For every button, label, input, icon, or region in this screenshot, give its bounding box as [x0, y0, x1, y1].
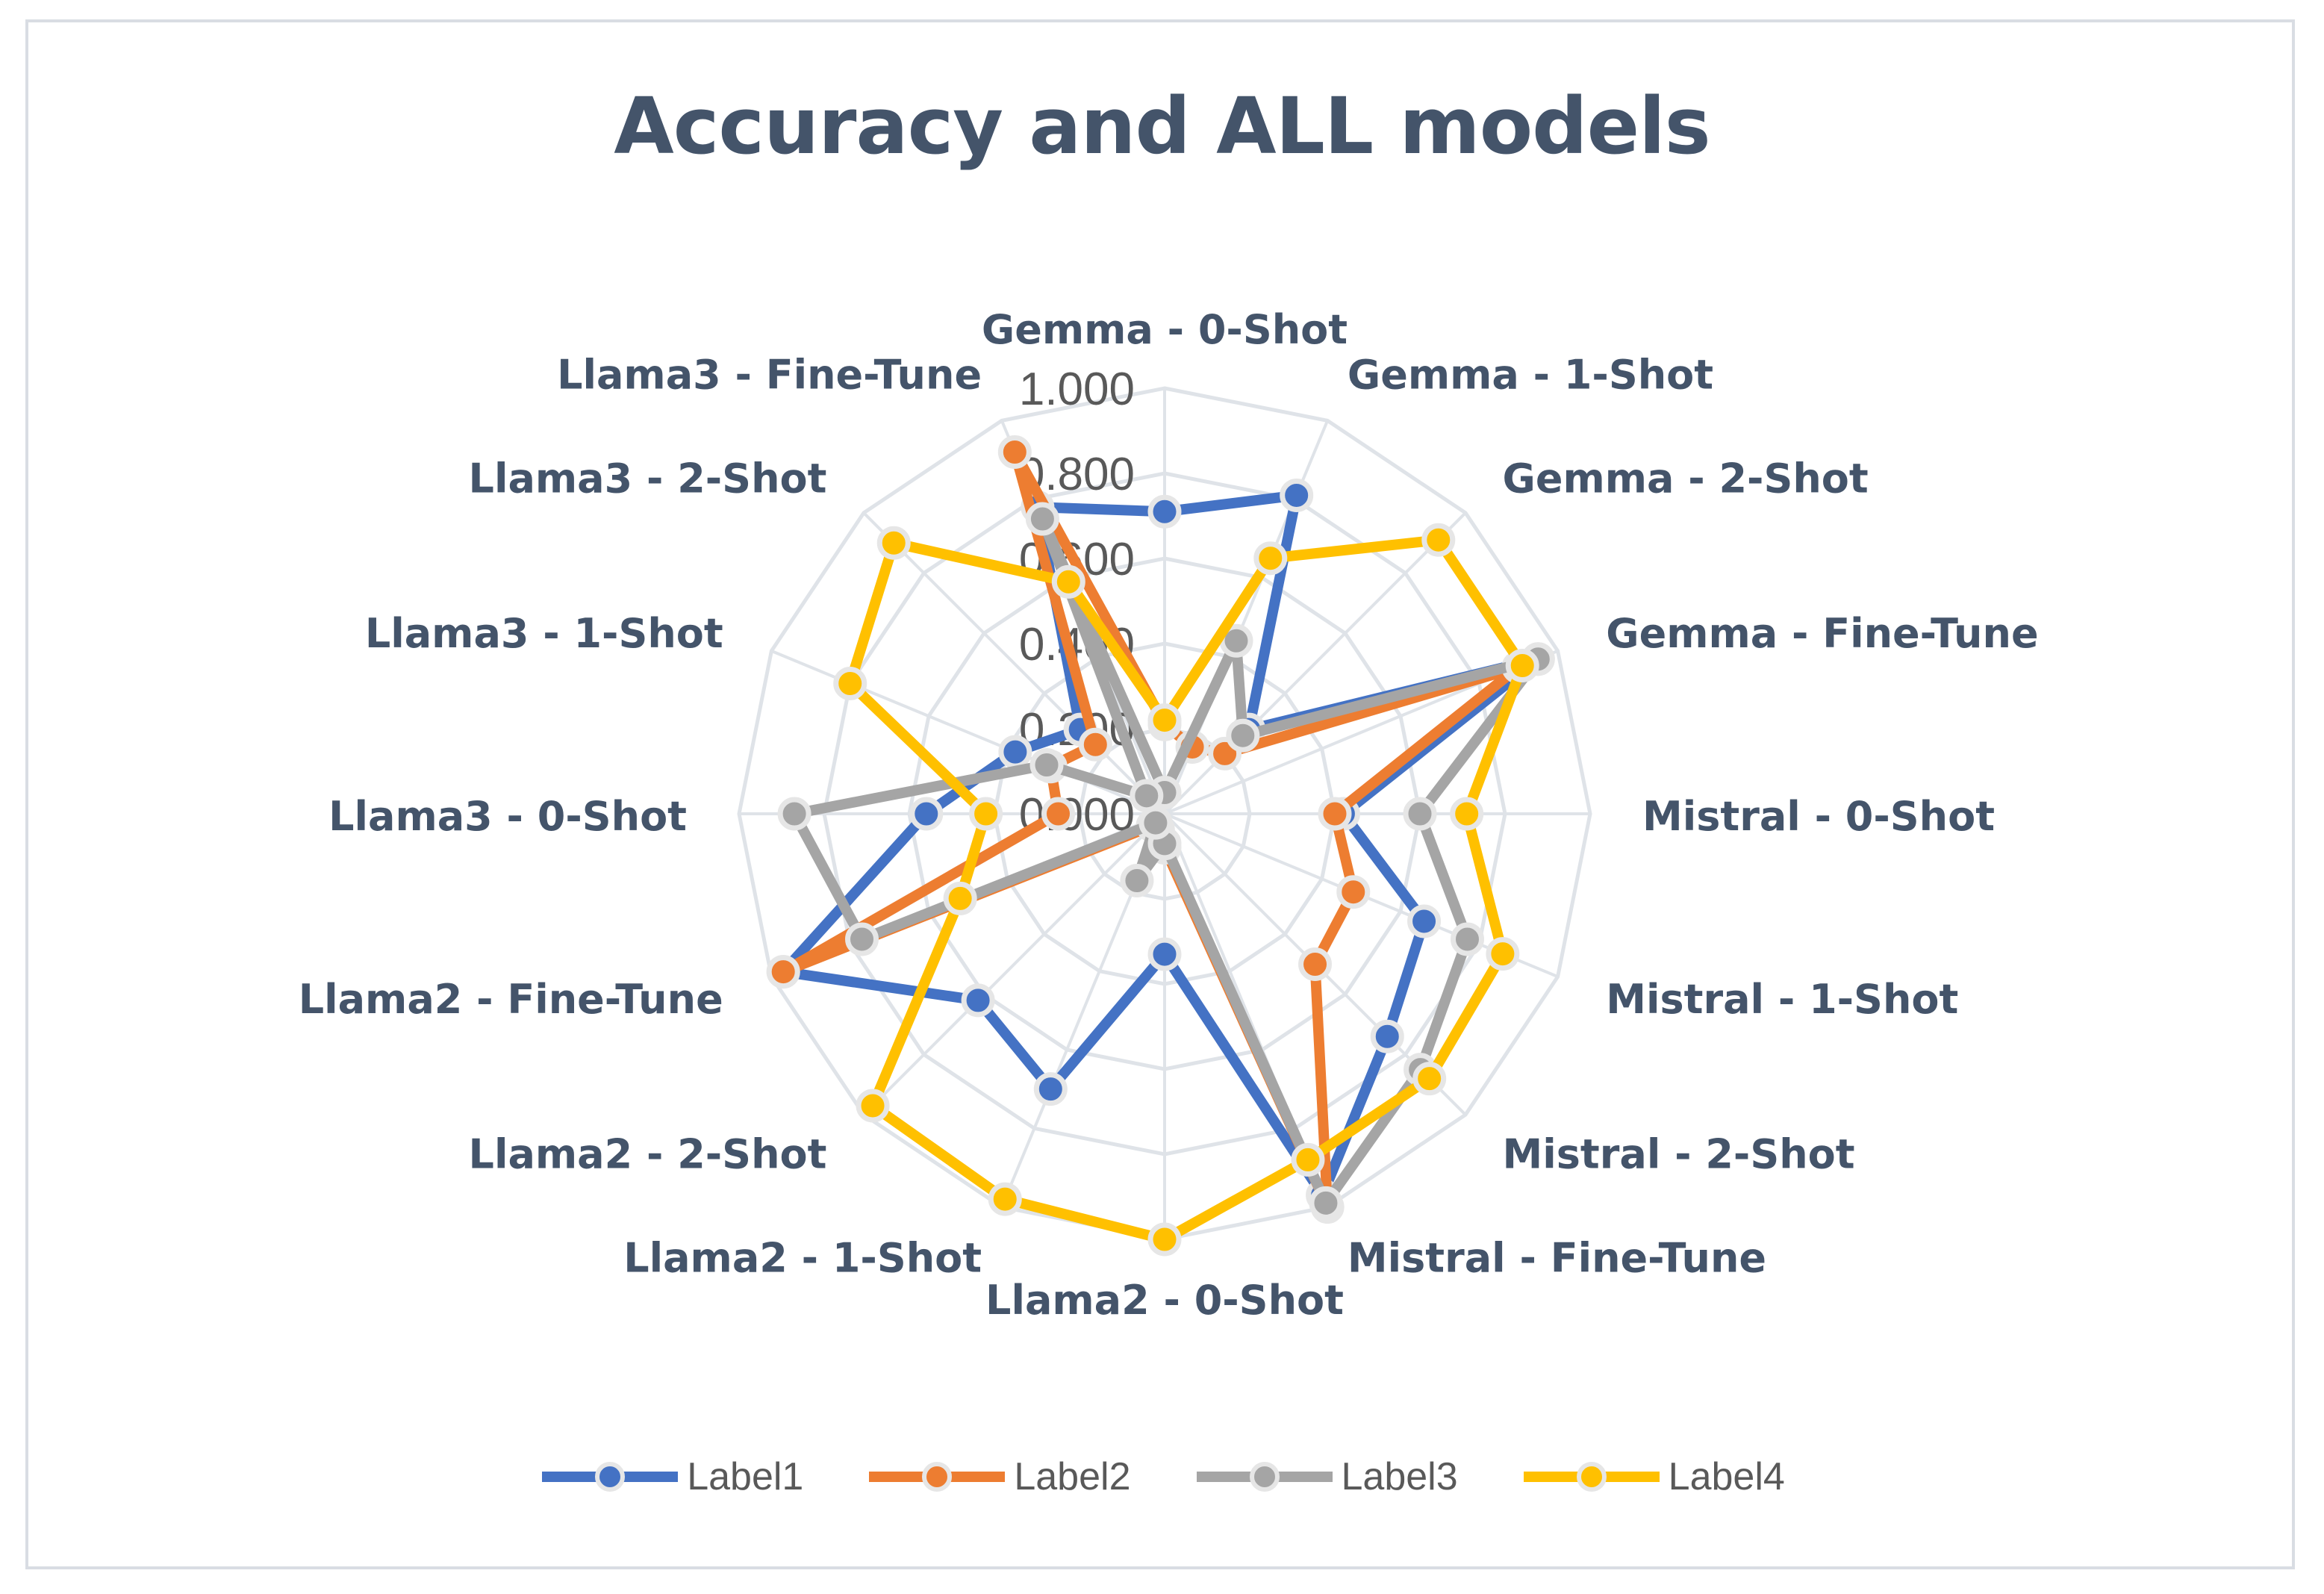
data-point: [845, 922, 879, 956]
data-point: [777, 797, 811, 831]
legend-marker: [1196, 1462, 1333, 1492]
category-label: Llama2 - Fine-Tune: [299, 976, 723, 1023]
legend-label: Label1: [687, 1455, 804, 1498]
spoke-14: [862, 511, 1166, 815]
legend-item: Label4: [1521, 1454, 1785, 1499]
category-label: Llama2 - 2-Shot: [469, 1131, 827, 1178]
category-label: Gemma - 2-Shot: [1503, 455, 1869, 502]
data-point: [1370, 1019, 1404, 1053]
data-point: [1318, 797, 1352, 831]
data-point: [1403, 797, 1437, 831]
data-point: [1147, 494, 1182, 529]
category-label: Llama3 - 1-Shot: [365, 610, 723, 657]
data-point: [1120, 864, 1154, 898]
data-point: [1033, 1072, 1068, 1106]
data-point: [1450, 797, 1484, 831]
data-point: [1505, 649, 1539, 683]
data-point: [833, 666, 867, 700]
legend: Label1 Label2 Label3 Label4: [0, 1454, 2324, 1499]
data-point: [1309, 1186, 1343, 1220]
legend-label: Label2: [1014, 1455, 1131, 1498]
data-point: [1051, 564, 1085, 599]
legend-label: Label4: [1668, 1455, 1785, 1498]
data-point: [1450, 922, 1484, 956]
data-point: [909, 797, 944, 831]
legend-marker: [542, 1462, 679, 1492]
data-point: [961, 983, 995, 1018]
data-point: [1041, 797, 1075, 831]
data-point: [1280, 478, 1314, 512]
data-point: [1407, 904, 1442, 938]
category-label: Gemma - 1-Shot: [1348, 352, 1713, 399]
spoke-10: [862, 812, 1166, 1116]
data-point: [766, 955, 800, 989]
data-point: [1291, 1142, 1325, 1177]
series-Label3: [777, 502, 1555, 1220]
category-label: Gemma - Fine-Tune: [1606, 610, 2038, 657]
data-point: [1147, 703, 1182, 738]
category-label: Gemma - 0-Shot: [982, 306, 1348, 353]
category-label: Mistral - 2-Shot: [1503, 1131, 1855, 1178]
chart-title: Accuracy and ALL models: [614, 81, 1710, 172]
category-label: Llama3 - 2-Shot: [469, 455, 827, 502]
data-point: [997, 435, 1032, 470]
category-label: Mistral - Fine-Tune: [1348, 1234, 1766, 1281]
data-point: [998, 735, 1032, 769]
data-point: [1412, 1062, 1447, 1096]
data-point: [943, 881, 977, 915]
data-point: [1130, 779, 1164, 813]
data-point: [1138, 806, 1173, 840]
data-point: [1336, 875, 1371, 909]
category-label: Llama2 - 1-Shot: [623, 1234, 982, 1281]
legend-item: Label3: [1194, 1454, 1458, 1499]
legend-item: Label2: [866, 1454, 1131, 1499]
legend-marker: [1523, 1462, 1660, 1492]
series-Label4: [833, 523, 1539, 1257]
data-point: [1226, 718, 1260, 753]
legend-label: Label3: [1341, 1455, 1458, 1498]
data-point: [1253, 541, 1288, 576]
data-point: [1078, 727, 1112, 762]
category-label: Mistral - 0-Shot: [1642, 793, 1995, 840]
radial-tick-label: 1.000: [1019, 364, 1135, 415]
radial-tick-label: 0.000: [1019, 789, 1135, 841]
data-point: [1147, 937, 1182, 971]
data-point: [988, 1182, 1022, 1216]
data-point: [856, 1089, 890, 1123]
data-point: [1298, 947, 1333, 982]
data-point: [1147, 1222, 1182, 1257]
data-point: [1029, 748, 1064, 782]
data-point: [1486, 937, 1520, 971]
data-point: [876, 526, 911, 560]
data-point: [1421, 523, 1456, 557]
category-label: Llama3 - 0-Shot: [328, 793, 687, 840]
data-point: [1025, 502, 1059, 536]
legend-item: Label1: [539, 1454, 803, 1499]
legend-marker: [869, 1462, 1006, 1492]
data-point: [969, 797, 1003, 831]
radar-series: [766, 435, 1555, 1257]
category-label: Llama3 - Fine-Tune: [557, 352, 982, 399]
category-label: Mistral - 1-Shot: [1606, 976, 1958, 1023]
category-label: Llama2 - 0-Shot: [985, 1277, 1344, 1324]
